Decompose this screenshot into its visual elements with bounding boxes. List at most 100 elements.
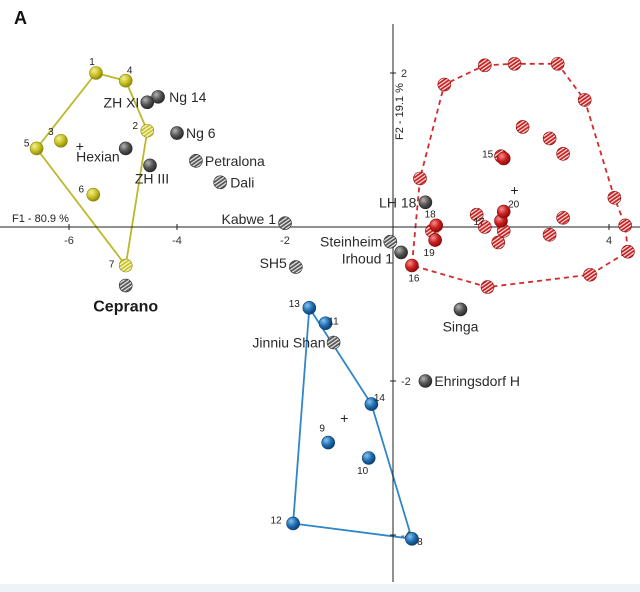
- panel-label: A: [14, 8, 27, 28]
- point-red-6: [618, 218, 633, 233]
- x-axis-title: F1 - 80.9 %: [12, 213, 69, 225]
- point-yellow-4: [118, 73, 133, 88]
- label-gray-irhoud-1: Irhoud 1: [342, 250, 394, 266]
- point-red-15: [496, 151, 511, 166]
- point-red-1: [477, 58, 492, 73]
- data-points: [29, 56, 635, 546]
- centroid-red: +: [510, 182, 518, 198]
- label-red-16: 16: [408, 274, 420, 285]
- label-gray-dali: Dali: [230, 174, 254, 190]
- label-yellow-7: 7: [109, 260, 115, 271]
- point-blue-8: [405, 532, 419, 546]
- x-tick-label: -4: [172, 235, 182, 247]
- point-red-12: [437, 77, 452, 92]
- label-blue-10: 10: [357, 466, 369, 477]
- label-yellow-5: 5: [24, 138, 30, 149]
- bottom-band: [0, 584, 640, 592]
- point-red-17: [556, 210, 570, 225]
- centroid-yellow: +: [76, 138, 84, 154]
- point-gray-ng-6: [170, 126, 184, 140]
- point-gray-kabwe-1: [278, 216, 292, 230]
- point-blue-12: [286, 516, 300, 531]
- y-axis-title: F2 - 19.1 %: [394, 83, 406, 140]
- hull-red: [410, 62, 629, 289]
- label-gray-zh-iii: ZH III: [135, 170, 169, 186]
- point-gray-ng-14: [151, 90, 165, 104]
- point-yellow-3: [54, 133, 68, 148]
- point-red-8: [583, 267, 597, 282]
- point-gray-sh5: [288, 260, 303, 274]
- label-gray-zh-xi: ZH XI: [104, 94, 140, 110]
- label-blue-14: 14: [374, 393, 386, 404]
- point-red-19: [428, 233, 442, 247]
- point-blue-11: [318, 316, 333, 331]
- group-centroids: + + +: [76, 138, 519, 426]
- point-gray-steinheim: [383, 234, 398, 249]
- point-yellow-7: [118, 258, 133, 273]
- point-gray-singa: [453, 302, 468, 317]
- point-gray-lh-18: [418, 195, 433, 210]
- point-red-20: [496, 204, 511, 219]
- label-gray-jinniu-shan: Jinniu Shan: [252, 335, 325, 351]
- label-yellow-6: 6: [79, 185, 85, 196]
- point-red-13: [515, 120, 530, 134]
- point-blue-13: [302, 301, 317, 315]
- label-yellow-1: 1: [89, 57, 95, 68]
- point-red-18: [429, 218, 444, 233]
- label-yellow-3: 3: [48, 127, 54, 138]
- label-gray-kabwe-1: Kabwe 1: [222, 211, 277, 227]
- point-red-21: [491, 235, 506, 250]
- point-gray-dali: [213, 175, 227, 190]
- point-red-4: [577, 93, 592, 107]
- point-gray-hexian: [118, 141, 133, 156]
- label-red-18: 18: [425, 209, 437, 220]
- label-red-17: 17: [473, 217, 485, 228]
- x-tick-label: -2: [280, 235, 290, 247]
- y-tick-label: -2: [401, 376, 411, 388]
- label-red-15: 15: [482, 149, 494, 160]
- label-red-20: 20: [508, 200, 520, 211]
- label-gray-ng-14: Ng 14: [169, 89, 207, 105]
- label-blue-8: 8: [417, 537, 423, 548]
- label-blue-12: 12: [271, 515, 283, 526]
- point-yellow-6: [86, 187, 101, 202]
- label-gray-sh5: SH5: [260, 255, 287, 271]
- point-red-11: [413, 171, 427, 186]
- label-gray-lh-18: LH 18: [379, 194, 417, 210]
- point-yellow-5: [29, 141, 44, 156]
- point-red-18: [469, 207, 484, 222]
- point-blue-10: [361, 451, 376, 465]
- label-gray-hexian: Hexian: [76, 148, 120, 164]
- point-gray-jinniu-shan: [326, 335, 341, 350]
- point-red-15: [556, 147, 570, 161]
- label-gray-singa: Singa: [443, 318, 479, 334]
- label-blue-13: 13: [289, 299, 301, 310]
- point-red-14: [542, 131, 557, 146]
- x-tick-label: 4: [606, 235, 612, 247]
- point-yellow-1: [89, 66, 103, 80]
- label-gray-ceprano: Ceprano: [93, 299, 158, 316]
- point-red-2: [507, 56, 522, 71]
- point-gray-ehringsdorf-h: [418, 374, 433, 388]
- x-tick-label: -6: [64, 235, 74, 247]
- point-red-19: [542, 227, 557, 242]
- point-blue-14: [364, 397, 379, 411]
- label-gray-ng-6: Ng 6: [186, 125, 216, 141]
- point-red-16: [405, 258, 419, 273]
- centroid-blue: +: [340, 410, 348, 426]
- point-red-7: [621, 244, 635, 259]
- point-gray-irhoud-1: [394, 245, 408, 260]
- label-gray-petralona: Petralona: [205, 153, 265, 169]
- point-red-5: [607, 190, 622, 205]
- point-blue-9: [321, 435, 336, 450]
- label-yellow-2: 2: [133, 121, 139, 132]
- label-red-19: 19: [424, 248, 436, 259]
- point-gray-petralona: [189, 153, 203, 168]
- point-red-9: [480, 280, 495, 294]
- y-tick-label: 2: [401, 68, 407, 80]
- point-gray-zh-iii: [143, 158, 157, 173]
- point-gray-ceprano: [118, 278, 133, 293]
